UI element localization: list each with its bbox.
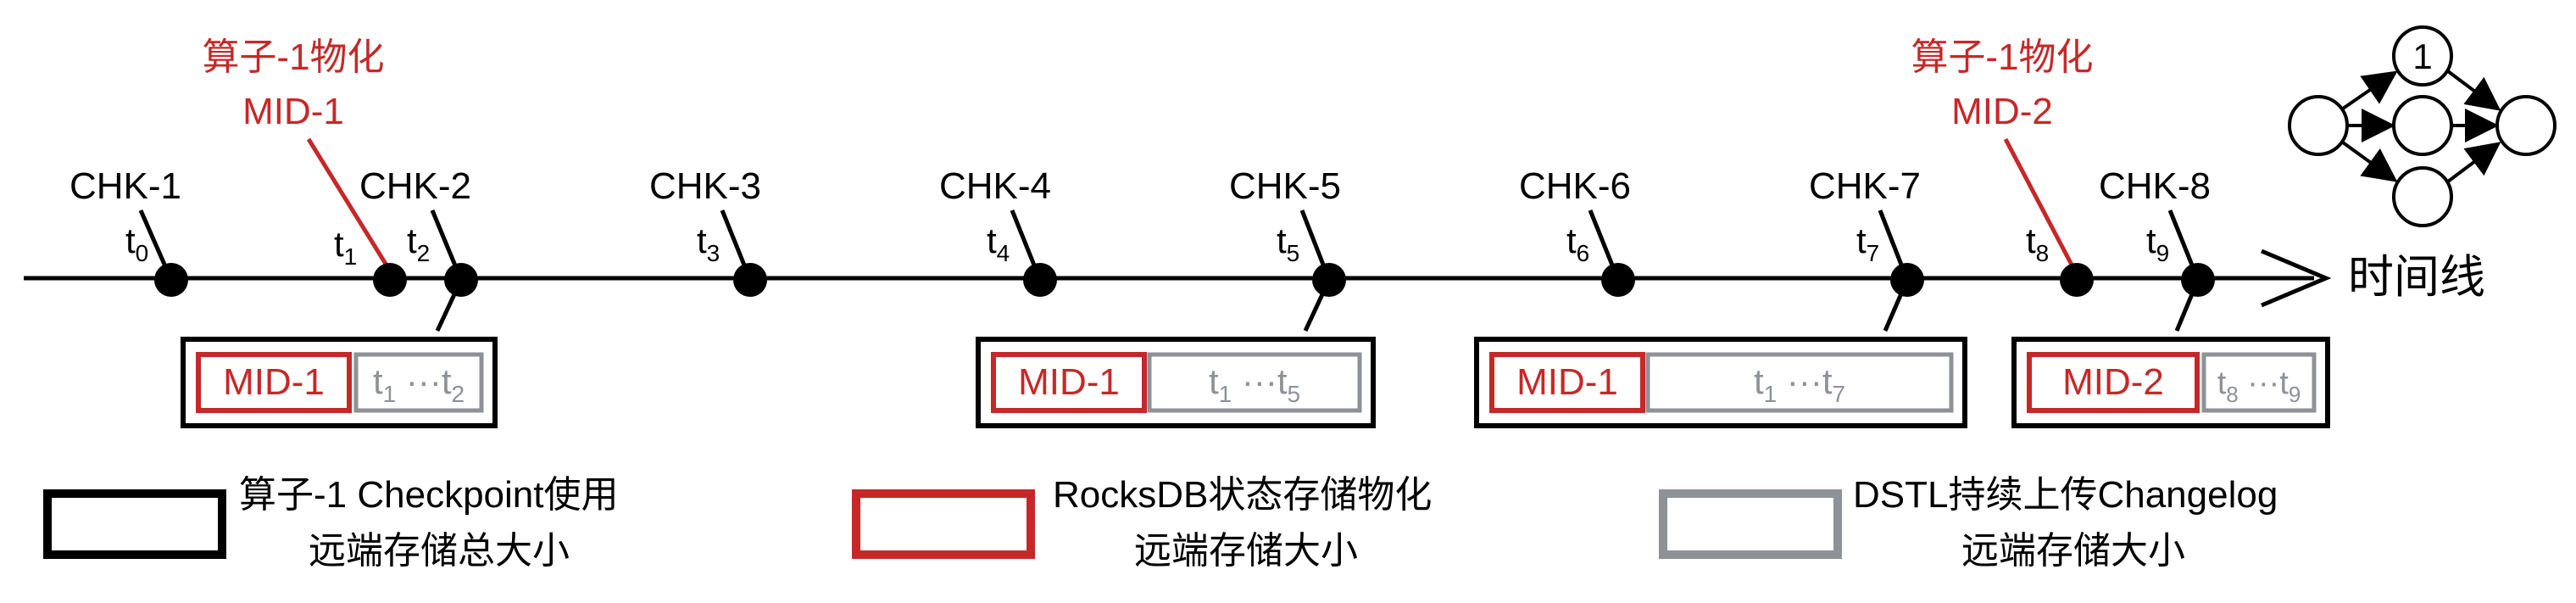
dag-node-label: 1 [2412,36,2432,76]
dag-node-bottom [2392,166,2453,227]
legend-item-checkpoint-total: 算子-1 Checkpoint使用 远端存储总大小 [43,474,618,572]
checkpoint-label: CHK-4 [939,165,1051,207]
storage-box-chk-2: MID-1 t1 ···t2 [181,337,498,428]
checkpoint-label: CHK-3 [649,165,761,207]
materialization-mid: MID-1 [242,91,344,132]
legend-line2: 远端存储大小 [1961,530,2185,572]
checkpoint-total-box [1474,337,1967,428]
materialization-mid: MID-2 [1951,91,2053,132]
storage-box-chk-8: MID-2 t8 ···t9 [2011,337,2330,428]
checkpoint-total-box [181,337,498,428]
checkpoint-dot [1023,263,1057,297]
materialized-state-label: MID-1 [223,361,325,403]
changelog-range: t8 ···t9 [2217,366,2301,407]
legend-swatch [852,489,1035,559]
materialized-state-label: MID-2 [2062,361,2164,403]
materialized-state-label: MID-1 [1018,361,1120,403]
checkpoint-chk-6: CHK-6 t6 [1519,165,1635,297]
checkpoint-chk-5: CHK-5 t5 [1229,165,1346,332]
materialized-state-box [196,352,352,413]
checkpoint-label: CHK-7 [1809,165,1921,207]
materialized-state-box [2027,352,2200,413]
changelog-range: t1 ···t5 [1209,361,1300,407]
checkpoint-time: t3 [697,221,720,266]
checkpoint-time: t7 [1856,221,1879,266]
legend: 算子-1 Checkpoint使用 远端存储总大小 RocksDB状态存储物化 … [43,474,2278,572]
changelog-box [1645,352,1954,413]
materialized-state-box [991,352,1147,413]
dag-edge [2446,70,2501,111]
checkpoint-time: t0 [125,221,148,266]
dag-node-middle [2392,95,2453,156]
checkpoint-label: CHK-2 [359,165,471,207]
materialized-state-box [1489,352,1645,413]
operator-dag-icon: 1 [2288,25,2557,227]
dag-node-sink [2495,95,2557,156]
checkpoint-dot [154,263,188,297]
legend-swatch [43,489,226,559]
legend-line2: 远端存储大小 [1134,530,1358,572]
materialization-mid-1: 算子-1物化 MID-1 t1 [202,36,407,297]
dag-edge [2341,141,2398,182]
legend-item-dstl-changelog: DSTL持续上传Changelog 远端存储大小 [1659,474,2278,572]
materializations: 算子-1物化 MID-1 t1 算子-1物化 MID-2 t8 [202,36,2094,297]
legend-swatch [1659,489,1842,559]
checkpoint-total-box [976,337,1376,428]
changelog-range: t1 ···t2 [373,361,465,407]
timeline-label: 时间线 [2348,252,2485,303]
checkpoint-time: t9 [2146,221,2169,266]
dag-edge [2446,142,2501,183]
changelog-range: t1 ···t7 [1754,361,1845,407]
storage-box-chk-7: MID-1 t1 ···t7 [1474,337,1967,428]
materialization-dot [2060,263,2094,297]
checkpoint-dot [2181,263,2215,297]
legend-line1: DSTL持续上传Changelog [1853,474,2278,516]
storage-boxes: MID-1 t1 ···t2 MID-1 t1 ···t5 MID-1 t1 ·… [181,337,2330,428]
checkpoints: CHK-1 t0 CHK-2 t2 CHK-3 t3 CHK-4 t4 CHK-… [70,165,2215,332]
checkpoint-chk-7: CHK-7 t7 [1809,165,1924,332]
legend-line2: 远端存储总大小 [309,530,570,572]
changelog-box [353,352,484,413]
checkpoint-time: t5 [1277,221,1299,266]
dag-node-top [2392,25,2453,87]
checkpoint-chk-8: CHK-8 t9 [2099,165,2215,332]
materialization-time: t8 [2026,221,2049,266]
changelog-box [2201,352,2317,413]
timeline-arrowhead [2261,248,2332,308]
checkpoint-label: CHK-6 [1519,165,1631,207]
materialization-dot [373,263,407,297]
checkpoint-chk-1: CHK-1 t0 [70,165,188,297]
checkpoint-dot [1890,263,1924,297]
checkpoint-dot [1312,263,1346,297]
checkpoint-chk-4: CHK-4 t4 [939,165,1057,297]
checkpoint-time: t6 [1566,221,1589,266]
dag-edge [2341,70,2398,110]
materialization-title: 算子-1物化 [202,36,384,78]
checkpoint-chk-2: CHK-2 t2 [359,165,478,332]
materialized-state-label: MID-1 [1516,361,1618,403]
legend-line1: RocksDB状态存储物化 [1053,474,1432,516]
checkpoint-dot [444,263,478,297]
checkpoint-time: t2 [407,221,430,266]
checkpoint-chk-3: CHK-3 t3 [649,165,767,297]
checkpoint-dot [733,263,767,297]
materialization-mid-2: 算子-1物化 MID-2 t8 [1911,36,2094,297]
checkpoint-time: t4 [987,221,1010,266]
checkpoint-label: CHK-8 [2099,165,2211,207]
changelog-box [1147,352,1362,413]
checkpoint-dot [1601,263,1635,297]
materialization-title: 算子-1物化 [1911,36,2093,78]
legend-line1: 算子-1 Checkpoint使用 [239,474,618,516]
checkpoint-label: CHK-1 [70,165,181,207]
dag-node-source [2288,95,2349,156]
legend-item-rocksdb-materialized: RocksDB状态存储物化 远端存储大小 [852,474,1432,572]
checkpoint-total-box [2011,337,2330,428]
checkpoint-label: CHK-5 [1229,165,1341,207]
storage-box-chk-5: MID-1 t1 ···t5 [976,337,1376,428]
materialization-time: t1 [334,224,357,270]
